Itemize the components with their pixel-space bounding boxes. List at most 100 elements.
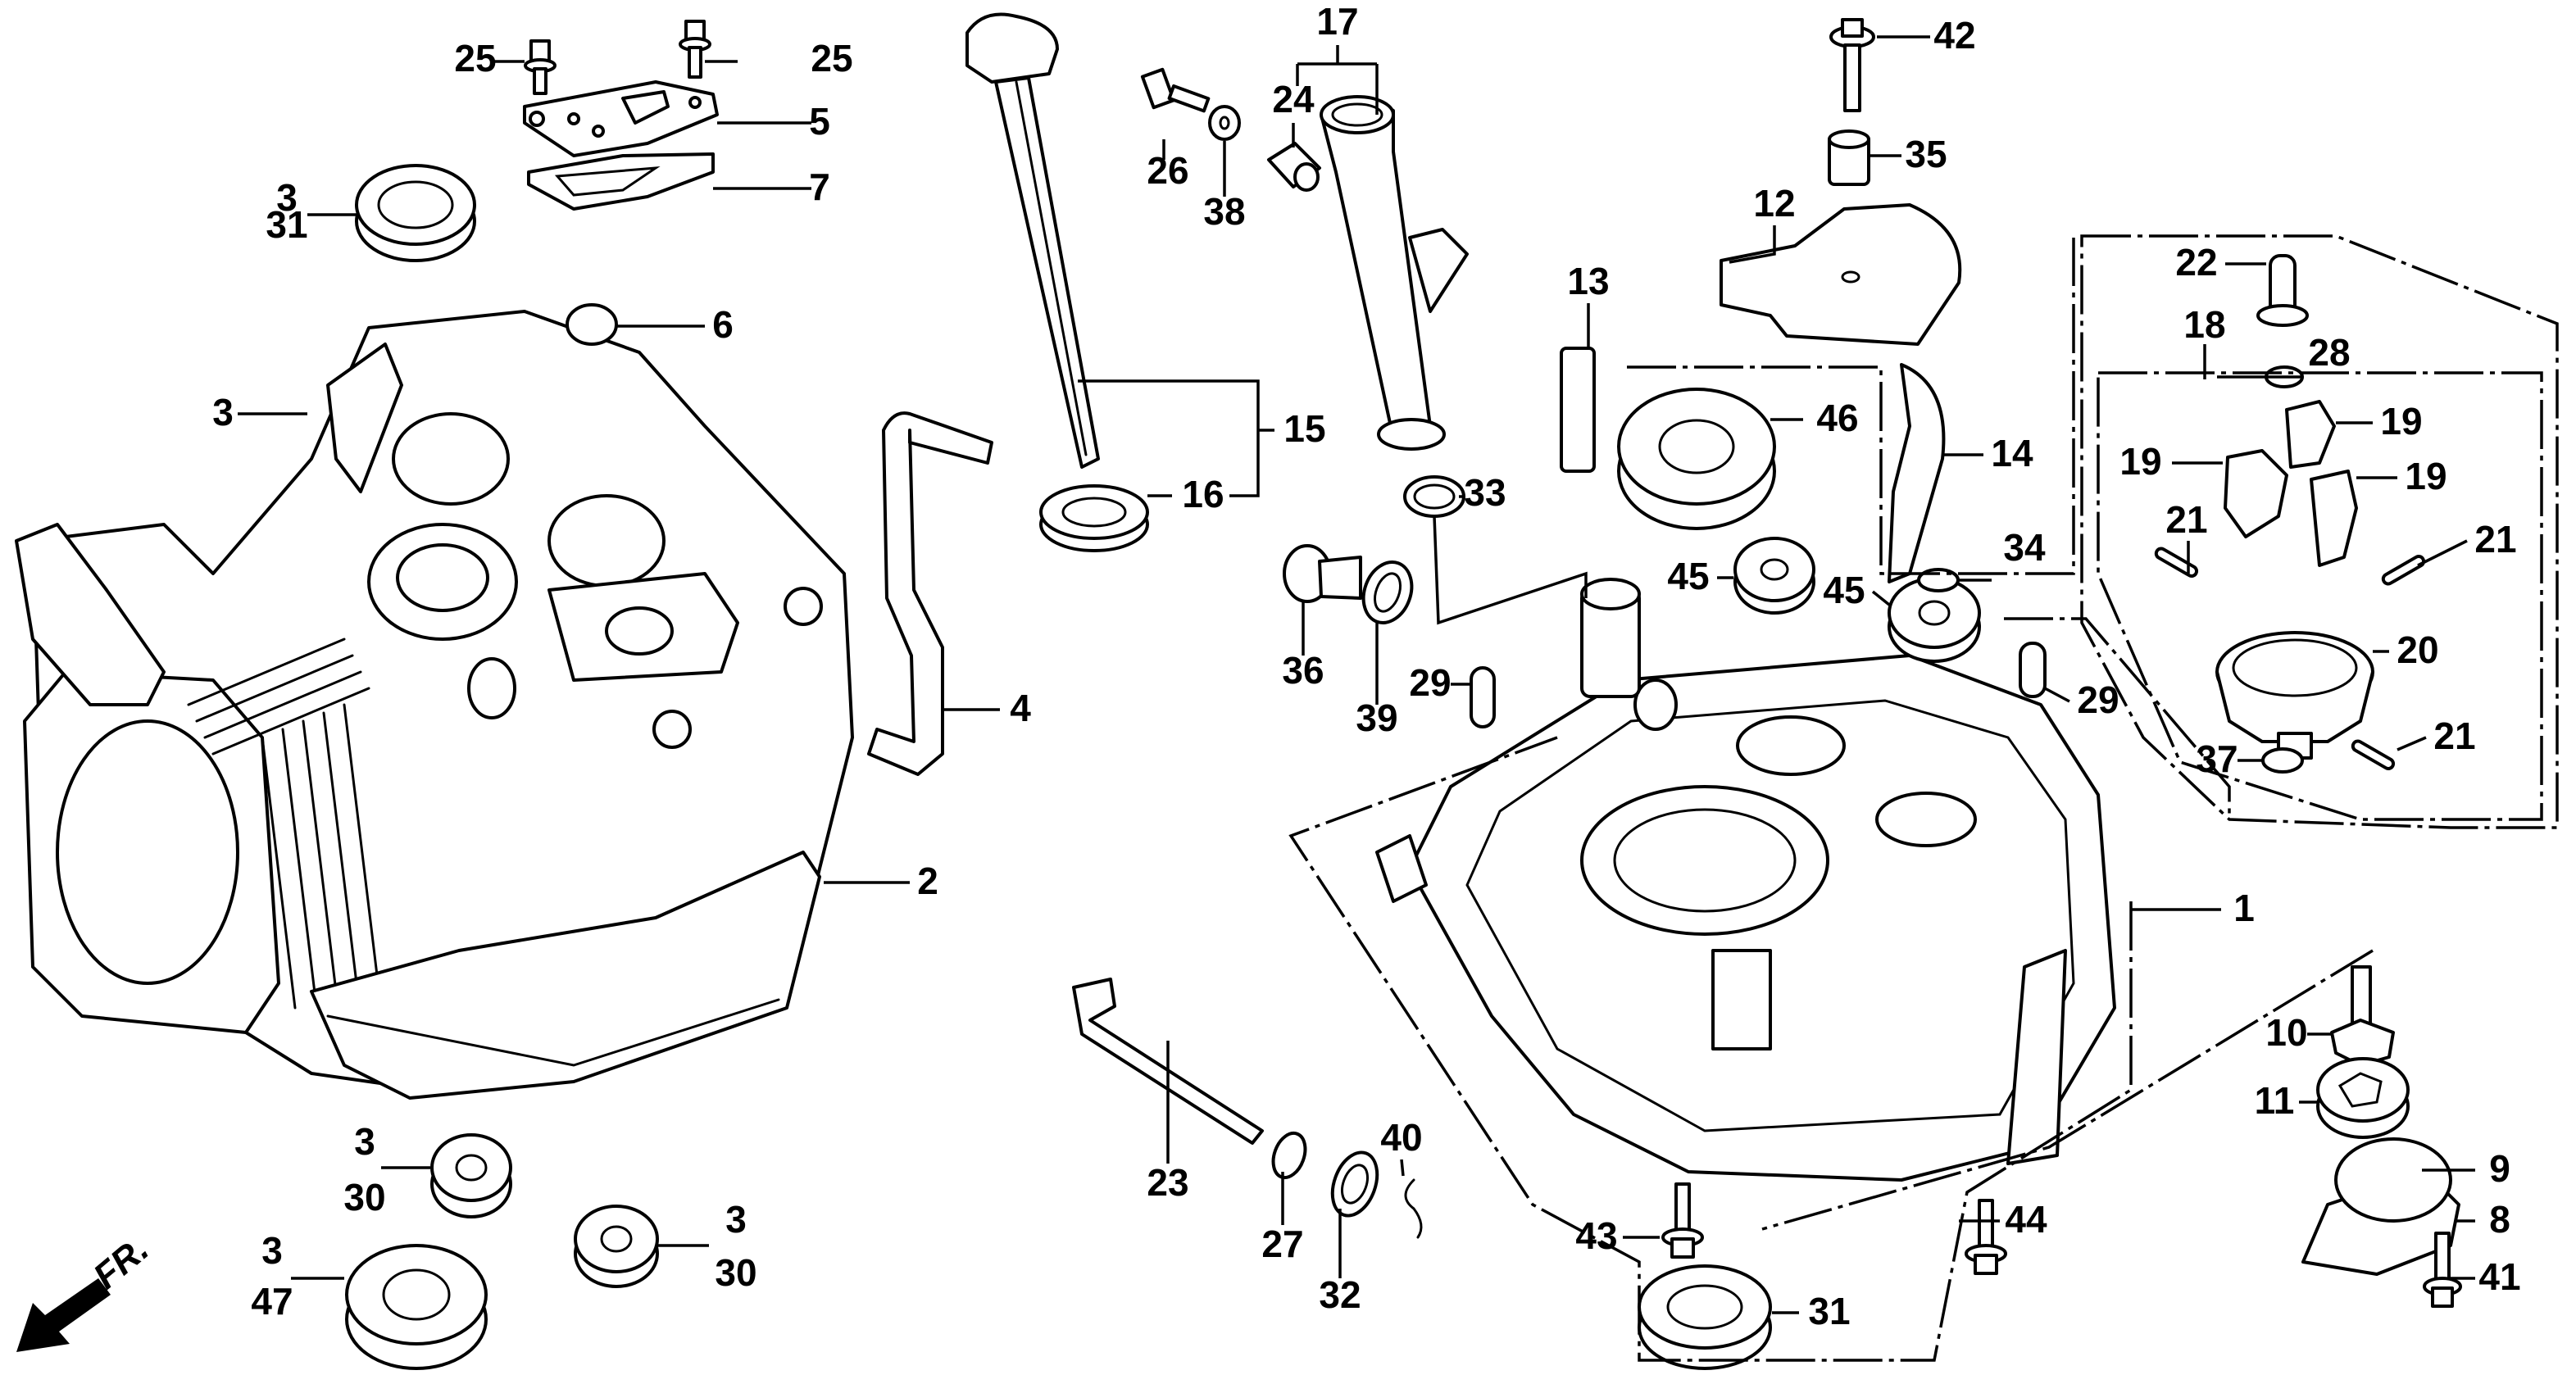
callout-14: 14 <box>1991 432 2033 474</box>
callout-20: 20 <box>2397 628 2438 671</box>
callout-16: 16 <box>1182 473 1224 515</box>
ball-bearing-47-drawing <box>345 1244 488 1370</box>
callout-44: 44 <box>2005 1198 2047 1241</box>
callout-37: 37 <box>2196 737 2238 780</box>
callout-25: 25 <box>454 37 496 79</box>
callout-15: 15 <box>1283 407 1325 450</box>
callout-39: 39 <box>1356 697 1397 739</box>
callout-2: 2 <box>917 860 938 902</box>
callout-labels: 25 25 5 7 3 31 6 3 4 2 3 30 3 30 3 47 17… <box>212 0 2520 1332</box>
callout-19: 19 <box>2119 440 2161 483</box>
governor-slider-22-drawing <box>2256 254 2309 327</box>
plug-6-drawing <box>566 303 618 346</box>
baffle-plate-12-drawing <box>1720 203 1962 346</box>
seal-16-drawing <box>1039 484 1149 552</box>
callout-25: 25 <box>811 37 852 79</box>
washer-39-drawing <box>1361 560 1414 624</box>
cylinder-block-drawing <box>15 310 854 1100</box>
callout-36: 36 <box>1282 649 1324 692</box>
collar-35-drawing <box>1828 129 1870 186</box>
callout-11: 11 <box>2255 1079 2295 1122</box>
callout-4: 4 <box>1010 687 1031 729</box>
callout-8: 8 <box>2489 1198 2510 1241</box>
oil-pump-cover-8-drawing <box>2301 1137 2460 1276</box>
oil-seal-31-bottom-drawing <box>1638 1264 1772 1370</box>
callout-10: 10 <box>2265 1011 2307 1054</box>
flange-bolt-42-drawing <box>1829 18 1875 112</box>
flange-bolt-25b-drawing <box>679 20 711 79</box>
o-ring-33-drawing <box>1403 475 1465 518</box>
pin-40-drawing <box>1404 1178 1423 1239</box>
flange-bolt-26-drawing <box>1140 67 1211 113</box>
callout-23: 23 <box>1147 1161 1188 1204</box>
callout-32: 32 <box>1319 1273 1361 1316</box>
breather-cover-drawing <box>523 80 719 157</box>
drain-plug-36-drawing <box>1283 544 1362 603</box>
callout-46: 46 <box>1816 397 1858 439</box>
callout-3: 3 <box>276 176 298 219</box>
governor-weights-19-drawing <box>2224 400 2358 567</box>
callout-26: 26 <box>1147 149 1188 192</box>
dipstick-15-drawing <box>965 12 1100 469</box>
callout-47: 47 <box>251 1280 293 1323</box>
ball-bearing-45a-drawing <box>1733 537 1815 615</box>
oil-seal-31-top-drawing <box>355 164 476 262</box>
callout-31: 31 <box>266 203 307 246</box>
dowel-pin-29a-drawing <box>1470 666 1496 728</box>
callout-38: 38 <box>1203 190 1245 233</box>
callout-43: 43 <box>1575 1214 1617 1257</box>
callout-29: 29 <box>2077 678 2119 721</box>
oil-filler-tube-17-drawing <box>1320 95 1469 451</box>
callout-6: 6 <box>712 303 734 346</box>
washer-38-drawing <box>1208 105 1241 141</box>
governor-arm-shaft-23-drawing <box>1072 978 1264 1145</box>
callout-3: 3 <box>725 1198 747 1241</box>
callout-22: 22 <box>2175 241 2217 284</box>
callout-9: 9 <box>2489 1147 2510 1190</box>
callout-12: 12 <box>1753 182 1795 225</box>
callout-13: 13 <box>1567 260 1609 302</box>
callout-42: 42 <box>1933 14 1975 57</box>
front-arrow-icon <box>16 1278 111 1352</box>
callout-3: 3 <box>212 391 234 433</box>
ball-bearing-46-drawing <box>1617 388 1776 530</box>
callout-19: 19 <box>2380 400 2422 442</box>
oil-strainer-14-drawing <box>1888 363 1946 583</box>
callout-33: 33 <box>1464 471 1506 514</box>
washer-37-drawing <box>2261 747 2304 774</box>
outer-rotor-11-drawing <box>2316 1057 2410 1139</box>
callout-35: 35 <box>1905 133 1947 175</box>
flange-bolt-44-drawing <box>1965 1199 2007 1275</box>
inner-rotor-10-drawing <box>2330 965 2395 1067</box>
front-direction-marker: FR. <box>16 1229 157 1352</box>
callout-45: 45 <box>1667 555 1709 597</box>
breather-gasket-drawing <box>527 152 715 211</box>
callout-18: 18 <box>2183 303 2225 346</box>
ball-bearing-30b-drawing <box>574 1205 659 1288</box>
callout-45: 45 <box>1823 569 1865 611</box>
callout-41: 41 <box>2478 1255 2520 1298</box>
governor-gear-20-drawing <box>2215 631 2374 760</box>
breather-tube-4-drawing <box>867 411 993 776</box>
callout-21: 21 <box>2433 715 2475 757</box>
callout-21: 21 <box>2474 518 2516 560</box>
callout-3: 3 <box>261 1229 283 1272</box>
callout-19: 19 <box>2405 455 2447 497</box>
oil-seal-32-drawing <box>1330 1150 1379 1218</box>
callout-1: 1 <box>2233 887 2255 929</box>
ball-bearing-45b-drawing <box>1888 577 1981 663</box>
leader-lines <box>238 35 2475 1314</box>
group-brackets <box>1288 234 2559 1362</box>
callout-21: 21 <box>2165 498 2207 541</box>
callout-31: 31 <box>1808 1290 1850 1332</box>
washer-27-drawing <box>1271 1131 1307 1180</box>
pins-21-drawing <box>2154 547 2426 770</box>
callout-28: 28 <box>2308 331 2350 374</box>
flange-bolt-43-drawing <box>1661 1182 1704 1259</box>
callout-29: 29 <box>1409 661 1451 704</box>
collar-24-drawing <box>1267 142 1321 192</box>
callout-7: 7 <box>809 166 830 208</box>
damper-13-drawing <box>1560 347 1596 473</box>
dowel-pin-29b-drawing <box>2019 642 2047 698</box>
